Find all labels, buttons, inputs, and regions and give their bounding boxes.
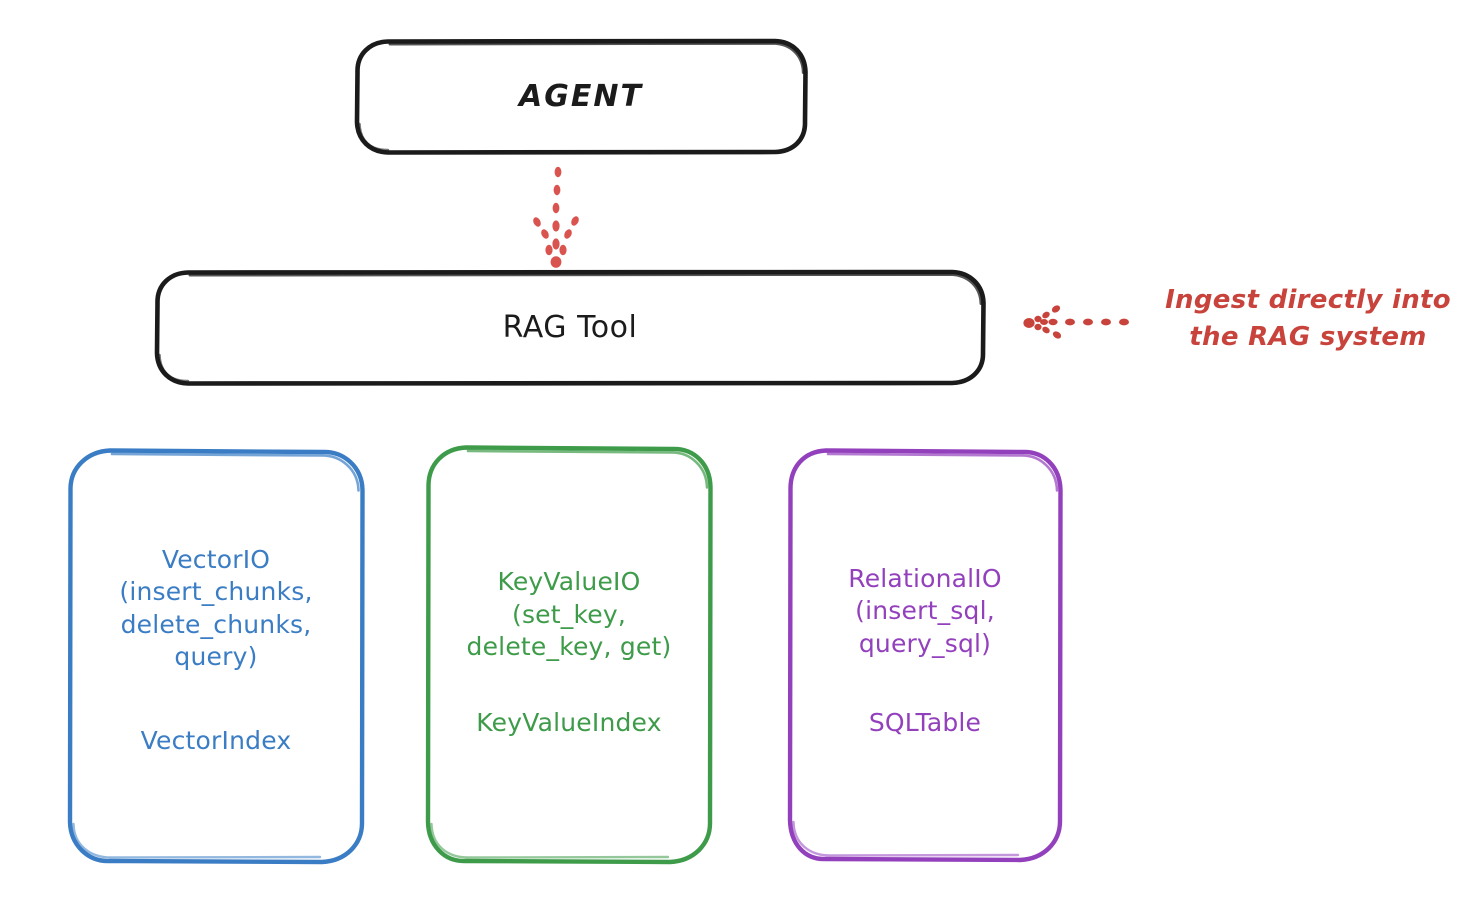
- key-value-io-box[interactable]: [425, 445, 713, 865]
- dotted-arrow-down-icon: [533, 166, 579, 268]
- agent-box[interactable]: [354, 38, 808, 155]
- vector-io-box[interactable]: [67, 448, 365, 865]
- dotted-arrow-left-icon: [1023, 305, 1129, 339]
- relational-io-box[interactable]: [787, 448, 1063, 863]
- rag-tool-box[interactable]: [154, 269, 986, 386]
